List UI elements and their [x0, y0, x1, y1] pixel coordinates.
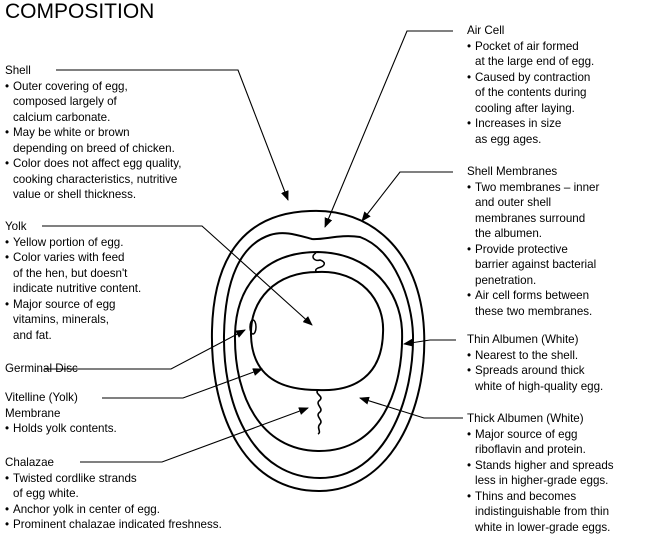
- thick-albumen-bullets: Major source of egg riboflavin and prote…: [467, 427, 614, 536]
- shell-heading: Shell: [5, 64, 31, 77]
- thick-albumen-leader-line: [359, 396, 463, 419]
- thin-albumen-heading: Thin Albumen (White): [467, 333, 579, 346]
- thick-albumen-heading: Thick Albumen (White): [467, 412, 584, 425]
- bullet-item: Thins and becomes indistinguishable from…: [467, 489, 614, 536]
- air-cell-label: Air Cell Pocket of air formed at the lar…: [467, 23, 594, 147]
- bullet-item: Nearest to the shell.: [467, 348, 603, 364]
- bullet-item: Two membranes – inner and outer shell me…: [467, 180, 599, 242]
- vitelline-membrane-label: Vitelline (Yolk) Membrane Holds yolk con…: [5, 390, 117, 437]
- yolk-bullets: Yellow portion of egg.Color varies with …: [5, 235, 141, 344]
- bullet-item: Increases in size as egg ages.: [467, 116, 594, 147]
- bullet-item: Stands higher and spreads less in higher…: [467, 458, 614, 489]
- shell-leader-line: [56, 69, 289, 201]
- shell-membranes-label: Shell Membranes Two membranes – inner an…: [467, 164, 599, 319]
- thin-albumen-bullets: Nearest to the shell.Spreads around thic…: [467, 348, 603, 395]
- thick-albumen-label: Thick Albumen (White) Major source of eg…: [467, 411, 614, 535]
- bullet-item: Anchor yolk in center of egg.: [5, 502, 222, 518]
- bullet-item: Outer covering of egg, composed largely …: [5, 79, 181, 126]
- shell-membranes-heading: Shell Membranes: [467, 165, 558, 178]
- thin-albumen-label: Thin Albumen (White) Nearest to the shel…: [467, 332, 603, 394]
- yolk-label: Yolk Yellow portion of egg.Color varies …: [5, 219, 141, 343]
- bullet-item: Pocket of air formed at the large end of…: [467, 39, 594, 70]
- chalazae-leader-line: [80, 407, 309, 463]
- page-title: COMPOSITION: [5, 0, 155, 23]
- germinal-disc-shape: [249, 319, 257, 335]
- vitelline-bullets: Holds yolk contents.: [5, 421, 117, 437]
- bullet-item: Major source of egg riboflavin and prote…: [467, 427, 614, 458]
- air-cell-leader-line: [324, 30, 453, 228]
- bullet-item: Major source of egg vitamins, minerals, …: [5, 297, 141, 344]
- yolk-outline: [249, 270, 385, 392]
- bullet-item: Twisted cordlike strands of egg white.: [5, 471, 222, 502]
- shell-membrane-outline: [222, 232, 415, 480]
- shell-membranes-leader-line: [361, 171, 453, 222]
- egg-shell-outline: [210, 209, 426, 493]
- shell-label: Shell Outer covering of egg, composed la…: [5, 63, 181, 203]
- bullet-item: Provide protective barrier against bacte…: [467, 242, 599, 289]
- chalazae-bullets: Twisted cordlike strands of egg white.An…: [5, 471, 222, 533]
- bullet-item: Color does not affect egg quality, cooki…: [5, 156, 181, 203]
- bullet-item: Prominent chalazae indicated freshness.: [5, 517, 222, 533]
- germinal-disc-heading: Germinal Disc: [5, 362, 78, 375]
- chalazae-heading: Chalazae: [5, 456, 54, 469]
- germinal-disc-leader-line: [45, 329, 246, 370]
- chalazae-label: Chalazae Twisted cordlike strands of egg…: [5, 455, 222, 533]
- upper-chalaza-shape: [312, 252, 325, 273]
- bullet-item: Color varies with feed of the hen, but d…: [5, 250, 141, 297]
- shell-bullets: Outer covering of egg, composed largely …: [5, 79, 181, 203]
- bullet-item: Caused by contraction of the contents du…: [467, 70, 594, 117]
- thin-albumen-leader-line: [403, 338, 456, 347]
- lower-chalaza-shape: [316, 389, 322, 435]
- thick-albumen-outline: [233, 250, 404, 453]
- air-cell-heading: Air Cell: [467, 24, 505, 37]
- bullet-item: Holds yolk contents.: [5, 421, 117, 437]
- shell-membranes-bullets: Two membranes – inner and outer shell me…: [467, 180, 599, 320]
- vitelline-leader-line: [102, 368, 263, 399]
- vitelline-heading: Vitelline (Yolk) Membrane: [5, 391, 78, 420]
- yolk-leader-line: [42, 225, 313, 326]
- germinal-disc-label: Germinal Disc: [5, 361, 78, 377]
- air-cell-bullets: Pocket of air formed at the large end of…: [467, 39, 594, 148]
- bullet-item: May be white or brown depending on breed…: [5, 125, 181, 156]
- bullet-item: Spreads around thick white of high-quali…: [467, 363, 603, 394]
- bullet-item: Yellow portion of egg.: [5, 235, 141, 251]
- yolk-heading: Yolk: [5, 220, 27, 233]
- bullet-item: Air cell forms between these two membran…: [467, 288, 599, 319]
